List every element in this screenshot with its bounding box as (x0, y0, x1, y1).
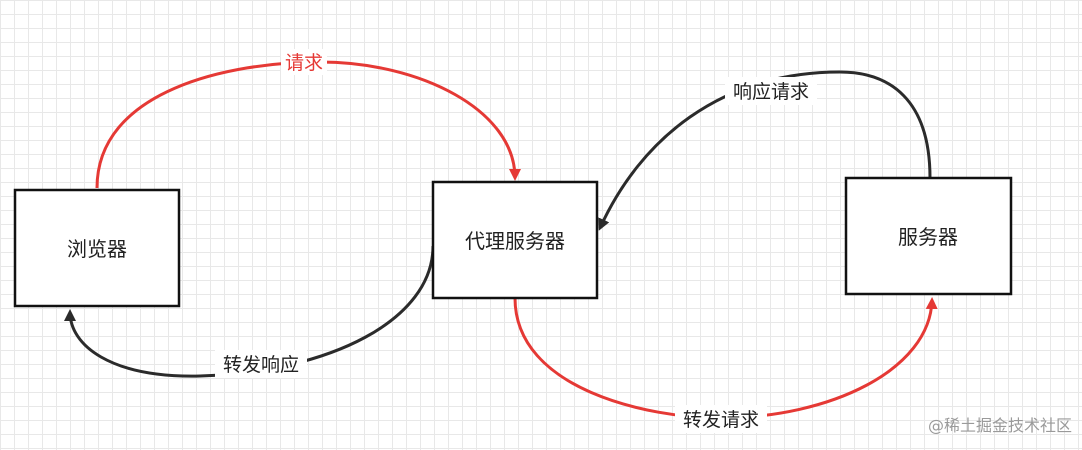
edge-label-respond-request: 响应请求 (725, 77, 817, 105)
svg-text:转发响应: 转发响应 (223, 354, 299, 376)
edge-label-forward-request: 转发请求 (675, 405, 767, 433)
node-proxy-label: 代理服务器 (465, 229, 565, 253)
edge-label-request: 请求 (281, 49, 327, 75)
svg-text:请求: 请求 (285, 52, 323, 74)
node-browser: 浏览器 (13, 188, 181, 308)
node-server-label: 服务器 (898, 225, 958, 249)
node-server: 服务器 (844, 176, 1013, 296)
svg-text:转发请求: 转发请求 (683, 409, 759, 431)
edge-request (95, 60, 521, 189)
node-proxy: 代理服务器 (431, 180, 599, 300)
svg-text:响应请求: 响应请求 (733, 81, 809, 103)
node-browser-label: 浏览器 (67, 237, 127, 261)
edge-label-forward-response: 转发响应 (215, 350, 307, 378)
edge-respond-request (598, 70, 932, 231)
watermark: @稀土掘金技术社区 (927, 416, 1072, 435)
edge-forward-request (513, 297, 938, 420)
